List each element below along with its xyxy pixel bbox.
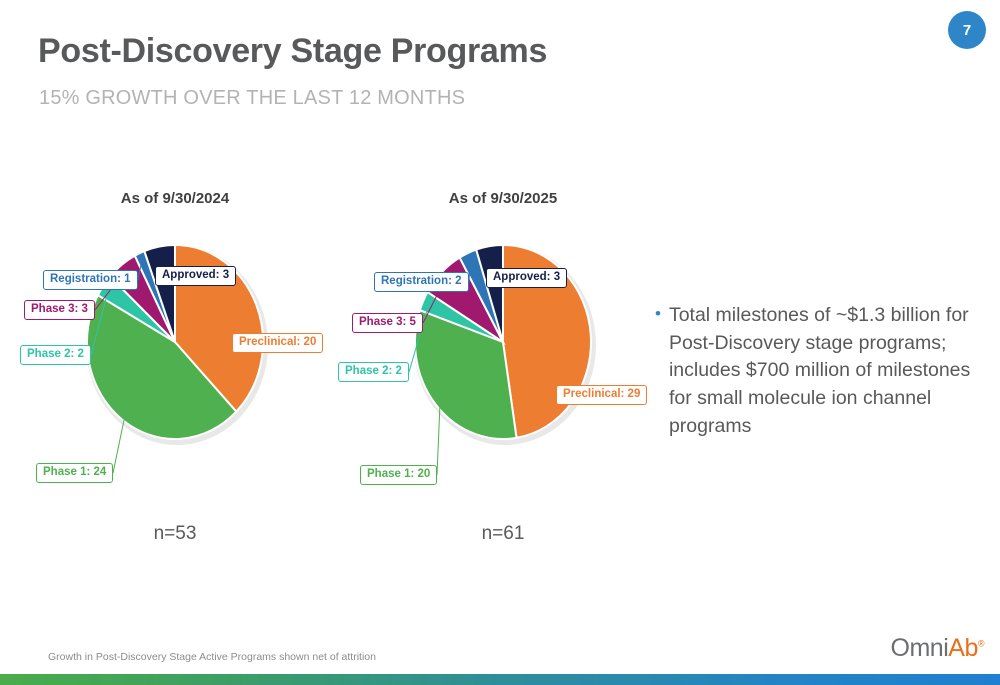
chart-title: As of 9/30/2024 bbox=[120, 190, 230, 207]
callout-leader-line bbox=[436, 399, 441, 476]
bottom-accent-bar bbox=[0, 674, 1000, 685]
pie-plot-area: Preclinical: 20 Phase 1: 24 Phase 2: 2 Phas… bbox=[10, 215, 340, 515]
logo-text-ab: Ab bbox=[948, 634, 978, 662]
pie-slice bbox=[174, 243, 264, 414]
pie-callout-approved: Approved: 3 bbox=[155, 266, 237, 287]
pie-slice bbox=[86, 293, 238, 440]
pie-callout-approved: Approved: 3 bbox=[486, 268, 568, 289]
pie-callout-phase-2: Phase 2: 2 bbox=[338, 362, 409, 383]
pie-plot-area: Preclinical: 29 Phase 1: 20 Phase 2: 2 Phas… bbox=[338, 215, 668, 515]
pie-callout-registration: Registration: 2 bbox=[374, 272, 469, 293]
page-subtitle: 15% GROWTH OVER THE LAST 12 MONTHS bbox=[39, 87, 466, 109]
pie-callout-phase-1: Phase 1: 24 bbox=[36, 463, 114, 484]
callout-leader-line bbox=[90, 289, 109, 356]
footnote: Growth in Post-Discovery Stage Active Pr… bbox=[48, 651, 376, 663]
pie-chart-2024: As of 9/30/2024 Preclinical: 20 Phase 1: … bbox=[10, 190, 340, 545]
pie-callout-phase-3: Phase 3: 3 bbox=[24, 300, 95, 321]
bullet-dot-icon: • bbox=[655, 304, 661, 323]
page-number-value: 7 bbox=[962, 21, 972, 39]
callout-leader-line bbox=[468, 259, 471, 283]
omniab-logo: OmniAb® bbox=[890, 634, 985, 663]
page-number-badge: 7 bbox=[948, 11, 986, 49]
logo-text-omni: Omni bbox=[890, 634, 949, 662]
bullet-text: Total milestones of ~$1.3 billion for Po… bbox=[668, 304, 971, 437]
callout-leader-line bbox=[137, 259, 143, 281]
page-title: Post-Discovery Stage Programs bbox=[38, 32, 548, 70]
highlights-panel: • Total milestones of ~$1.3 billion for … bbox=[655, 302, 985, 440]
pie-callout-phase-2: Phase 2: 2 bbox=[20, 345, 91, 366]
pie-svg bbox=[86, 243, 268, 474]
chart-total-label: n=61 bbox=[481, 523, 525, 544]
pie-callout-preclinical: Preclinical: 20 bbox=[232, 333, 324, 354]
list-item: • Total milestones of ~$1.3 billion for … bbox=[655, 302, 985, 440]
pie-callout-preclinical: Preclinical: 29 bbox=[556, 385, 648, 406]
logo-registered-icon: ® bbox=[977, 638, 985, 649]
chart-title: As of 9/30/2025 bbox=[448, 190, 558, 207]
callout-leader-line bbox=[408, 303, 430, 373]
pie-callout-phase-3: Phase 3: 5 bbox=[352, 313, 423, 334]
chart-total-label: n=53 bbox=[153, 523, 197, 544]
pie-callout-registration: Registration: 1 bbox=[43, 270, 138, 291]
callout-leader-line bbox=[112, 413, 126, 474]
pie-chart-2025: As of 9/30/2025 Preclinical: 29 Phase 1: … bbox=[338, 190, 668, 545]
pie-callout-phase-1: Phase 1: 20 bbox=[360, 465, 438, 486]
